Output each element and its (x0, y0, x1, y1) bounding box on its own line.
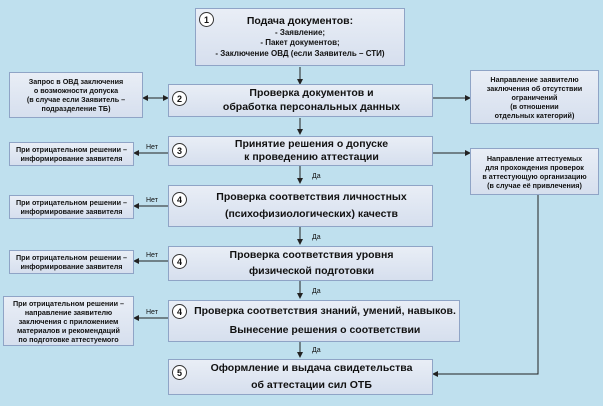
right-1-line-1: Направление заявителю (490, 74, 579, 84)
step-5-number: 5 (172, 365, 187, 380)
step-3-number: 3 (172, 143, 187, 158)
left-box-2: При отрицательном решении – информирован… (9, 142, 134, 166)
step-4c-line-1: Проверка соответствия знаний, умений, на… (194, 305, 456, 318)
step-4a-line-1: Проверка соответствия личностных (216, 191, 407, 204)
left-3-line-2: информирование заявителя (20, 207, 123, 216)
no-label-1: Нет (146, 144, 158, 151)
step-5-line-1: Оформление и выдача свидетельства (210, 362, 413, 375)
step-1-sub-2: - Пакет документов; (260, 38, 340, 48)
left-5-line-5: по подготовке аттестуемого (18, 334, 119, 344)
left-2-line-2: информирование заявителя (20, 154, 123, 163)
step-1-box: Подача документов: - Заявление; - Пакет … (195, 8, 405, 66)
left-box-5: При отрицательном решении – направление … (3, 296, 134, 346)
step-4a-box: Проверка соответствия личностных (психоф… (168, 185, 433, 227)
step-4c-box: Проверка соответствия знаний, умений, на… (168, 300, 460, 342)
left-box-4: При отрицательном решении – информирован… (9, 250, 134, 274)
yes-label-4: Да (312, 347, 321, 354)
step-2-line-2: обработка персональных данных (222, 100, 401, 113)
left-5-line-4: материалов и рекомендаций (17, 325, 120, 335)
right-1-line-3: ограничений (511, 92, 558, 102)
left-5-line-1: При отрицательном решении – (12, 298, 125, 308)
yes-label-2: Да (312, 234, 321, 241)
left-4-line-1: При отрицательном решении – (15, 253, 128, 262)
right-box-2: Направление аттестуемых для прохождения … (470, 148, 599, 195)
yes-label-3: Да (312, 288, 321, 295)
left-5-line-3: заключения с приложением (18, 316, 119, 326)
step-4b-box: Проверка соответствия уровня физической … (168, 246, 433, 281)
left-2-line-1: При отрицательном решении – (15, 145, 128, 154)
right-feed-line (432, 195, 539, 377)
right-1-line-2: заключения об отсутствии (486, 83, 583, 93)
right-2-line-2: для прохождения проверок (485, 162, 584, 172)
step-4a-line-2: (психофизиологических) качеств (224, 207, 399, 220)
left-1-line-4: подразделение ТБ) (41, 104, 111, 113)
step-3-line-2: к проведению аттестации (244, 151, 379, 163)
left-1-line-2: о возможности допуска (33, 86, 119, 95)
step-1-title: Подача документов: (246, 14, 354, 27)
no-label-3: Нет (146, 252, 158, 259)
no-label-4: Нет (146, 309, 158, 316)
right-2-line-1: Направление аттестуемых (486, 153, 583, 163)
step-1-sub-3: - Заключение ОВД (если Заявитель – СТИ) (215, 48, 385, 58)
step-5-box: Оформление и выдача свидетельства об атт… (168, 359, 433, 395)
left-box-3: При отрицательном решении – информирован… (9, 195, 134, 219)
right-1-line-5: отдельных категорий) (494, 110, 575, 120)
right-2-line-4: (в случае её привлечения) (487, 180, 582, 190)
right-box-1: Направление заявителю заключения об отсу… (470, 70, 599, 124)
step-1-number: 1 (199, 12, 214, 27)
no-label-2: Нет (146, 197, 158, 204)
left-5-line-2: направление заявителю (24, 307, 113, 317)
step-4b-line-1: Проверка соответствия уровня (229, 248, 394, 261)
left-box-1: Запрос в ОВД заключения о возможности до… (9, 72, 143, 118)
step-4c-line-2: Вынесение решения о соответствии (229, 323, 421, 336)
step-4a-number: 4 (172, 192, 187, 207)
step-4b-number: 4 (172, 254, 187, 269)
left-4-line-2: информирование заявителя (20, 262, 123, 271)
step-3-box: Принятие решения о допуске к проведению … (168, 136, 433, 166)
right-1-line-4: (в отношении (510, 101, 559, 111)
left-1-line-3: (в случае если Заявитель – (26, 95, 126, 104)
step-2-number: 2 (172, 91, 187, 106)
step-1-sub-1: - Заявление; (274, 27, 326, 37)
yes-label-1: Да (312, 173, 321, 180)
step-2-line-1: Проверка документов и (249, 87, 374, 100)
step-4b-line-2: физической подготовки (248, 265, 375, 277)
step-3-line-1: Принятие решения о допуске (234, 137, 389, 150)
left-3-line-1: При отрицательном решении – (15, 198, 128, 207)
step-4c-number: 4 (172, 304, 187, 319)
left-1-line-1: Запрос в ОВД заключения (28, 77, 124, 86)
step-2-box: Проверка документов и обработка персонал… (168, 84, 433, 117)
step-5-line-2: об аттестации сил ОТБ (251, 378, 372, 391)
right-2-line-3: в аттестующую организацию (482, 171, 587, 181)
